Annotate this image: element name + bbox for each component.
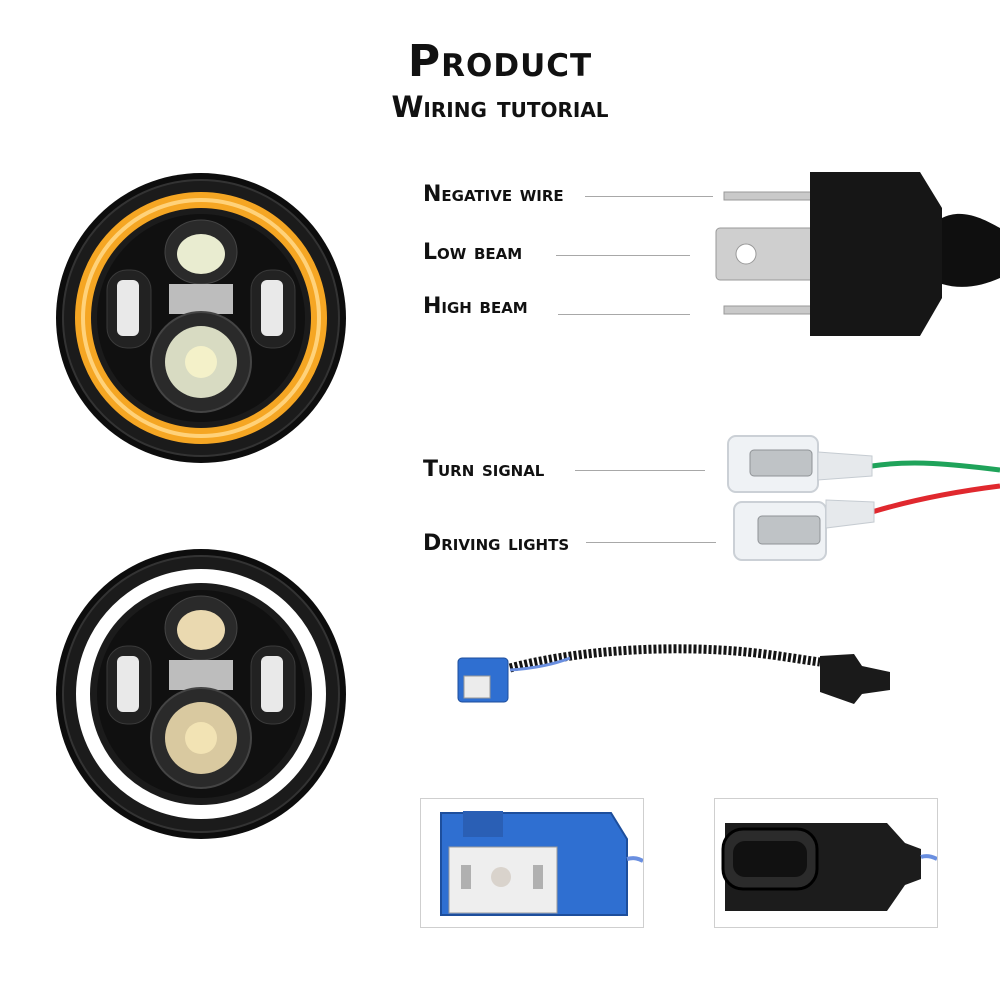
leader-turn-signal xyxy=(575,470,705,471)
closeup-h4-socket xyxy=(420,798,644,928)
page-title: Product xyxy=(407,36,593,87)
h4-plug-closeup xyxy=(721,823,937,911)
h4-plug xyxy=(715,172,1000,336)
leader-negative-wire xyxy=(585,196,713,197)
leader-driving-lights xyxy=(586,542,716,543)
label-negative-wire: Negative wire xyxy=(423,182,564,207)
label-turn-signal: Turn signal xyxy=(423,457,545,482)
headlight-amber-halo xyxy=(56,173,346,463)
h4-socket-closeup xyxy=(440,811,643,916)
leader-low-beam xyxy=(556,255,690,256)
closeup-h4-plug xyxy=(714,798,938,928)
spade-connectors xyxy=(727,435,1000,561)
label-driving-lights: Driving lights xyxy=(423,531,570,556)
label-low-beam: Low beam xyxy=(423,240,523,265)
headlight-white-halo xyxy=(56,549,346,839)
adapter-harness xyxy=(457,644,890,704)
page-subtitle: Wiring tutorial xyxy=(391,90,609,124)
leader-high-beam xyxy=(558,314,690,315)
label-high-beam: High beam xyxy=(423,294,528,319)
